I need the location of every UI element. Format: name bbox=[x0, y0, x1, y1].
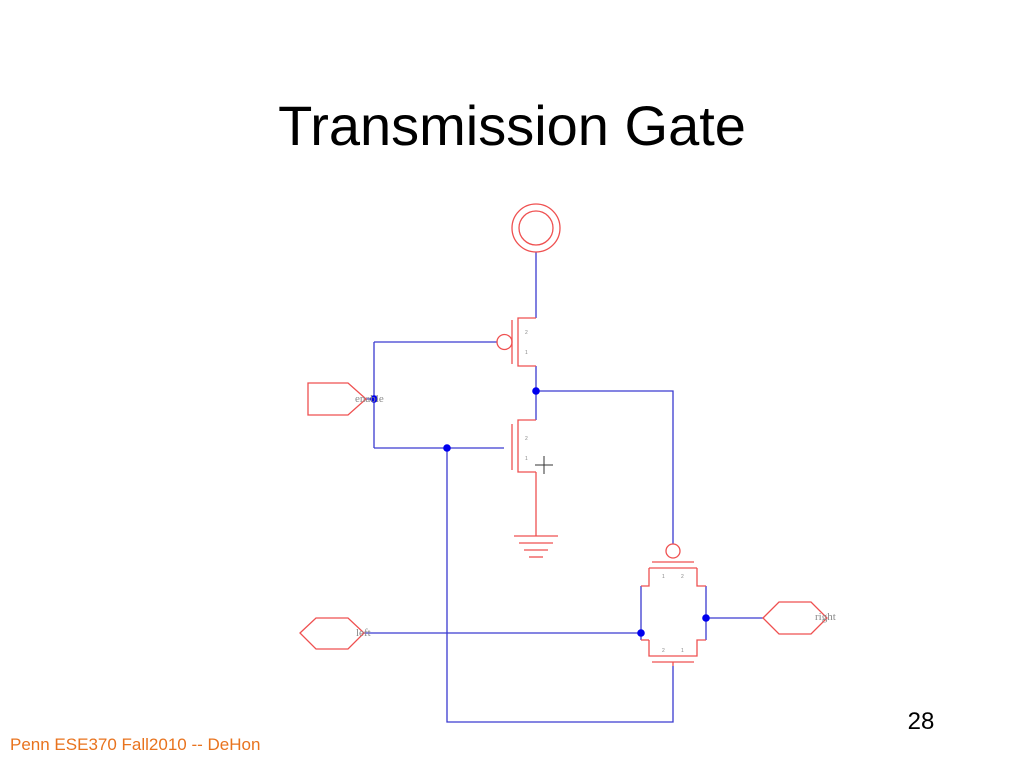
slide-title: Transmission Gate bbox=[278, 94, 746, 157]
pmos-drain-label: 2 bbox=[525, 330, 528, 336]
junctions bbox=[370, 387, 710, 637]
junction-tg-left bbox=[637, 629, 645, 637]
left-pin bbox=[299, 617, 365, 650]
footer-text: Penn ESE370 Fall2010 -- DeHon bbox=[10, 735, 261, 754]
vdd-symbol bbox=[511, 203, 561, 253]
enable-pin bbox=[307, 382, 367, 416]
nmos-source-label: 1 bbox=[525, 456, 528, 462]
wires bbox=[364, 252, 763, 723]
enable-pin-label: enable bbox=[355, 393, 384, 405]
junction-enable-pin bbox=[370, 395, 378, 403]
tg-nmos-right-label: 1 bbox=[681, 648, 684, 654]
components bbox=[299, 203, 828, 666]
nmos-drain-label: 2 bbox=[525, 436, 528, 442]
inverter-nmos bbox=[511, 419, 537, 536]
tg-pmos-right-label: 2 bbox=[681, 574, 684, 580]
transmission-gate-pmos bbox=[641, 543, 706, 587]
crosshair-cursor-icon bbox=[535, 456, 553, 474]
tg-nmos-left-label: 2 bbox=[662, 648, 665, 654]
junction-tg-right bbox=[702, 614, 710, 622]
left-pin-label: left bbox=[356, 627, 371, 639]
page-number: 28 bbox=[907, 708, 935, 735]
wire-inv-out-to-tg-gate bbox=[536, 390, 674, 544]
right-pin bbox=[762, 601, 828, 635]
junction-inverter-output bbox=[532, 387, 540, 395]
transmission-gate-nmos bbox=[641, 639, 706, 666]
right-pin-label: right bbox=[815, 611, 836, 623]
inverter-pmos bbox=[496, 317, 536, 367]
wire-enable-to-tg-nmos-gate bbox=[446, 448, 674, 723]
tg-pmos-left-label: 1 bbox=[662, 574, 665, 580]
junction-enable-nmos bbox=[443, 444, 451, 452]
pmos-source-label: 1 bbox=[525, 350, 528, 356]
ground-symbol bbox=[514, 535, 558, 558]
